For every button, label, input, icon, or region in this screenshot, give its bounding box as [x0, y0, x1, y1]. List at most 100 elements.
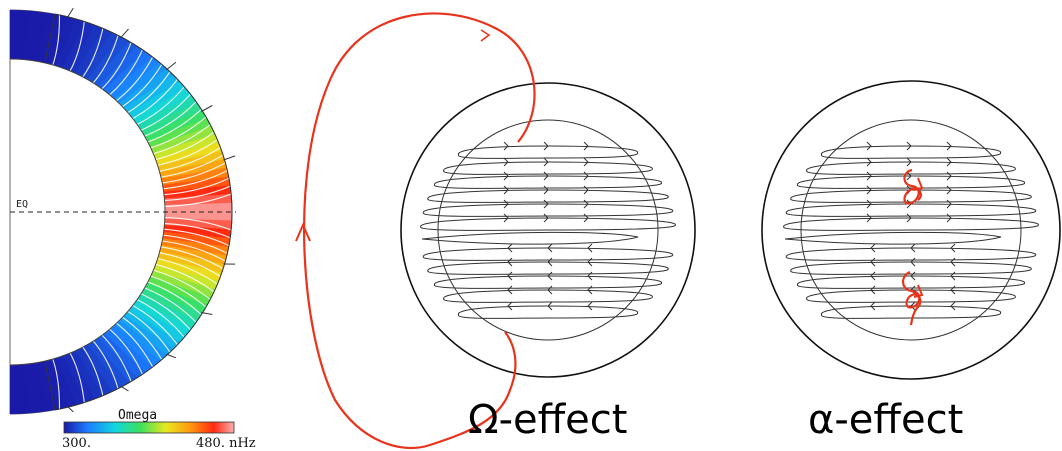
field-arrow — [547, 271, 553, 281]
field-arrow — [906, 157, 912, 167]
outer-tick — [66, 405, 74, 413]
shell-bottom-cap — [44, 361, 56, 411]
field-arrow — [950, 301, 956, 311]
field-arrow — [866, 199, 872, 209]
field-arrow — [910, 271, 916, 281]
omega-loop-arrow-up — [295, 222, 311, 242]
field-arrow — [547, 257, 553, 267]
field-arrow — [507, 243, 513, 253]
omega-loop-arrow-top — [480, 29, 491, 42]
field-arrow — [870, 257, 876, 267]
outer-tick — [201, 105, 213, 112]
field-arrow — [866, 141, 872, 151]
field-arrow — [870, 243, 876, 253]
field-arrow — [910, 301, 916, 311]
equatorial-field-line — [784, 231, 1002, 245]
field-arrow — [870, 301, 876, 311]
field-arrow — [946, 185, 952, 195]
field-line — [422, 203, 674, 217]
colorbar-max-label: 480. nHz — [196, 436, 256, 451]
field-arrow — [507, 271, 513, 281]
field-arrow — [910, 257, 916, 267]
field-arrow — [587, 243, 593, 253]
field-arrow — [543, 157, 549, 167]
field-arrow — [507, 285, 513, 295]
field-arrow — [866, 185, 872, 195]
field-line — [443, 289, 653, 303]
field-line — [806, 161, 1016, 175]
field-line — [422, 247, 674, 261]
field-line — [785, 247, 1037, 261]
field-arrow — [870, 285, 876, 295]
field-line — [797, 275, 1025, 289]
field-arrow — [910, 243, 916, 253]
field-arrow — [583, 141, 589, 151]
omega-effect-caption: Ω-effect — [468, 397, 628, 443]
field-arrow — [583, 213, 589, 223]
field-arrow — [906, 213, 912, 223]
field-arrow — [503, 157, 509, 167]
field-arrow — [543, 185, 549, 195]
field-line — [434, 175, 662, 189]
field-line — [427, 261, 669, 275]
field-arrow — [906, 171, 912, 181]
colorbar-title: Omega — [118, 408, 157, 423]
field-arrow — [543, 141, 549, 151]
field-arrow — [946, 157, 952, 167]
omega-panel — [295, 12, 696, 450]
alpha-twist-south-arrow — [913, 284, 924, 298]
field-arrow — [543, 171, 549, 181]
colorbar-min-label: 300. — [62, 436, 91, 451]
colorbar-gradient — [63, 421, 235, 434]
field-arrow — [547, 285, 553, 295]
field-arrow — [950, 285, 956, 295]
omega-outer-circle — [400, 82, 696, 378]
field-arrow — [946, 199, 952, 209]
field-arrow — [870, 271, 876, 281]
outer-tick — [166, 353, 177, 359]
field-arrow — [950, 243, 956, 253]
rotation-panel: EQ Omega 300. 480. nHz — [9, 7, 256, 451]
field-line — [443, 161, 653, 175]
field-arrow — [583, 199, 589, 209]
outer-tick — [66, 7, 74, 19]
field-line — [457, 305, 639, 319]
field-arrow — [503, 141, 509, 151]
field-arrow — [587, 301, 593, 311]
field-arrow — [503, 185, 509, 195]
outer-tick — [201, 312, 213, 315]
alpha-effect-caption: α-effect — [808, 397, 964, 443]
alpha-panel — [761, 80, 1061, 380]
alpha-twist-south — [902, 270, 922, 326]
field-line — [790, 189, 1032, 203]
field-line — [820, 145, 1002, 159]
colorbar: Omega 300. 480. nHz — [62, 408, 256, 451]
alpha-twist-north-arrow — [913, 177, 924, 191]
equatorial-field-line — [421, 231, 639, 245]
field-arrow — [587, 271, 593, 281]
rotation-shell — [10, 10, 232, 414]
field-arrow — [583, 185, 589, 195]
field-arrow — [866, 213, 872, 223]
field-arrow — [503, 171, 509, 181]
field-arrow — [507, 257, 513, 267]
field-line — [783, 217, 1039, 231]
field-line — [434, 275, 662, 289]
outer-tick — [120, 385, 129, 392]
field-arrow — [583, 171, 589, 181]
shell-top-cap — [44, 13, 56, 63]
field-line — [797, 175, 1025, 189]
field-arrow — [547, 243, 553, 253]
outer-tick — [223, 155, 236, 161]
field-arrow — [906, 141, 912, 151]
field-line — [785, 203, 1037, 217]
field-arrow — [950, 257, 956, 267]
field-arrow — [507, 301, 513, 311]
field-arrow — [547, 301, 553, 311]
field-arrow — [583, 157, 589, 167]
field-arrow — [946, 213, 952, 223]
field-arrow — [866, 157, 872, 167]
omega-flux-loop — [303, 12, 536, 450]
omega-field-lines — [420, 141, 676, 319]
